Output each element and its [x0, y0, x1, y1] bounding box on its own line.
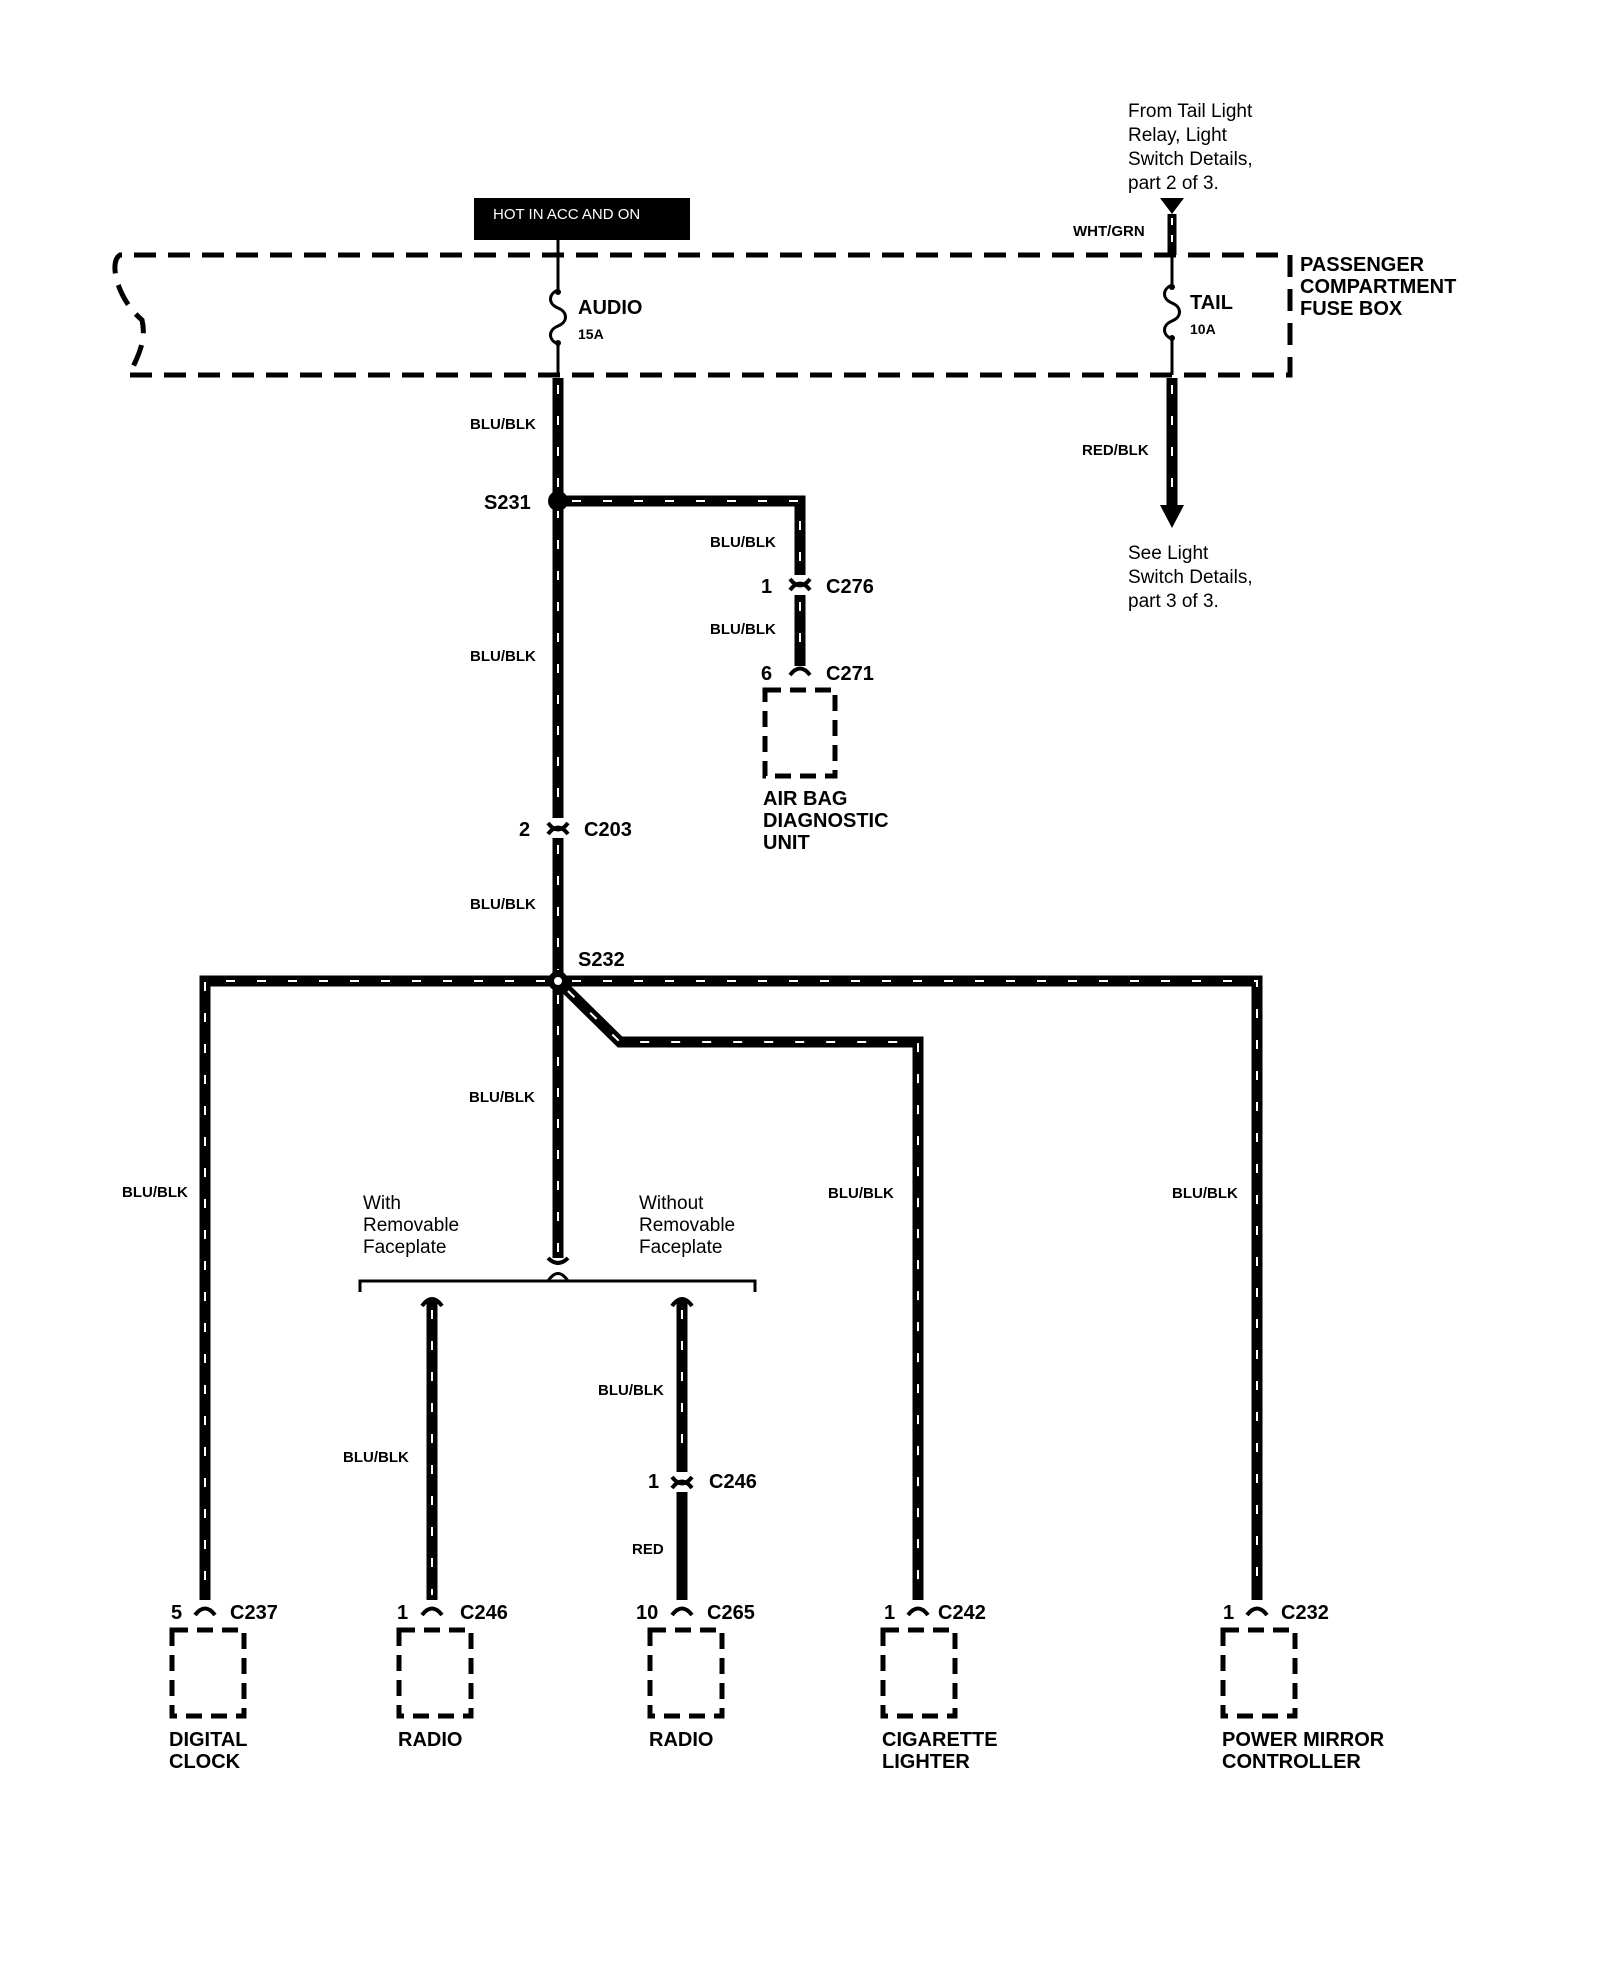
c232-pin: 1: [1223, 1602, 1234, 1624]
radio1-label: RADIO: [398, 1729, 462, 1751]
without-faceplate-note: Without Removable Faceplate: [639, 1193, 735, 1258]
c203-connector: [546, 821, 570, 836]
radio1-wire: [420, 1297, 444, 1600]
c271-pin: 6: [761, 663, 772, 685]
radio2-label: RADIO: [649, 1729, 713, 1751]
svg-text:POWER MIRROR: POWER MIRROR: [1222, 1729, 1385, 1751]
s232-branches: [199, 975, 1263, 1600]
clock-label: DIGITAL CLOCK: [169, 1729, 248, 1773]
blu-blk-label-3: BLU/BLK: [470, 896, 536, 913]
tail-fuse: TAIL 10A: [1163, 255, 1233, 375]
lighter-box: [880, 1627, 958, 1719]
hot-label: HOT IN ACC AND ON: [474, 198, 690, 240]
svg-text:DIGITAL: DIGITAL: [169, 1729, 248, 1751]
c203-pin: 2: [519, 819, 530, 841]
from-tail-note: From Tail Light Relay, Light Switch Deta…: [1128, 101, 1253, 194]
svg-text:Switch Details,: Switch Details,: [1128, 149, 1253, 170]
svg-text:Faceplate: Faceplate: [363, 1237, 446, 1258]
svg-text:AIR BAG: AIR BAG: [763, 788, 847, 810]
bottom-connector-ends: [193, 1606, 1269, 1617]
svg-text:CIGARETTE: CIGARETTE: [882, 1729, 998, 1751]
tail-fuse-rating: 10A: [1190, 321, 1216, 337]
c246-radio-id: C246: [460, 1602, 508, 1624]
mirror-box: [1220, 1627, 1298, 1719]
svg-text:From Tail Light: From Tail Light: [1128, 101, 1253, 122]
svg-text:Without: Without: [639, 1193, 704, 1214]
with-faceplate-note: With Removable Faceplate: [363, 1193, 459, 1258]
svg-text:RADIO: RADIO: [649, 1729, 713, 1751]
fuse-box: [112, 252, 1293, 378]
airbag-unit-label: AIR BAG DIAGNOSTIC UNIT: [763, 788, 889, 854]
svg-text:FUSE BOX: FUSE BOX: [1300, 298, 1403, 320]
svg-text:part 3 of 3.: part 3 of 3.: [1128, 591, 1219, 612]
svg-text:DIAGNOSTIC: DIAGNOSTIC: [763, 810, 889, 832]
svg-text:Faceplate: Faceplate: [639, 1237, 722, 1258]
blu-blk-label-1: BLU/BLK: [470, 416, 536, 433]
svg-text:With: With: [363, 1193, 401, 1214]
blu-blk-label-lighter: BLU/BLK: [828, 1185, 894, 1202]
blu-blk-label-radio-trunk: BLU/BLK: [469, 1089, 535, 1106]
blu-blk-label-2: BLU/BLK: [470, 648, 536, 665]
c242-id: C242: [938, 1602, 986, 1624]
c265-id: C265: [707, 1602, 755, 1624]
audio-fuse-name: AUDIO: [578, 297, 642, 319]
svg-text:Removable: Removable: [363, 1215, 459, 1236]
radio2-wire: [670, 1297, 694, 1600]
airbag-branch-wire: [558, 495, 806, 575]
c242-pin: 1: [884, 1602, 895, 1624]
s232-label: S232: [578, 949, 625, 971]
c271-id: C271: [826, 663, 874, 685]
c265-pin: 10: [636, 1602, 658, 1624]
blu-blk-label-clock: BLU/BLK: [122, 1184, 188, 1201]
clock-box: [169, 1627, 247, 1719]
red-label: RED: [632, 1541, 664, 1558]
c276-id: C276: [826, 576, 874, 598]
blu-blk-label-airbag-2: BLU/BLK: [710, 621, 776, 638]
blu-blk-label-airbag-1: BLU/BLK: [710, 534, 776, 551]
svg-text:PASSENGER: PASSENGER: [1300, 254, 1425, 276]
blu-blk-label-radio2: BLU/BLK: [598, 1382, 664, 1399]
blu-blk-label-mirror: BLU/BLK: [1172, 1185, 1238, 1202]
c232-id: C232: [1281, 1602, 1329, 1624]
svg-text:UNIT: UNIT: [763, 832, 810, 854]
wht-grn-label: WHT/GRN: [1073, 223, 1145, 240]
svg-text:COMPARTMENT: COMPARTMENT: [1300, 276, 1456, 298]
radio2-box: [647, 1627, 725, 1719]
radio1-box: [396, 1627, 474, 1719]
faceplate-bracket: [358, 1256, 757, 1292]
c237-pin: 5: [171, 1602, 182, 1624]
svg-text:CLOCK: CLOCK: [169, 1751, 241, 1773]
c246-radio-pin: 1: [397, 1602, 408, 1624]
red-blk-label: RED/BLK: [1082, 442, 1149, 459]
c203-id: C203: [584, 819, 632, 841]
mirror-label: POWER MIRROR CONTROLLER: [1222, 1729, 1385, 1773]
svg-text:part 2 of 3.: part 2 of 3.: [1128, 173, 1219, 194]
svg-text:LIGHTER: LIGHTER: [882, 1751, 970, 1773]
audio-fuse-rating: 15A: [578, 326, 604, 342]
audio-fuse: AUDIO 15A: [549, 240, 642, 375]
svg-text:HOT IN ACC AND ON: HOT IN ACC AND ON: [493, 206, 640, 223]
svg-text:Relay, Light: Relay, Light: [1128, 125, 1228, 146]
c246-inline-pin: 1: [648, 1471, 659, 1493]
blu-blk-label-radio1: BLU/BLK: [343, 1449, 409, 1466]
from-tail-arrow: [1160, 198, 1184, 214]
see-light-note: See Light Switch Details, part 3 of 3.: [1128, 543, 1253, 612]
c276-connector: [788, 577, 812, 592]
svg-text:Switch Details,: Switch Details,: [1128, 567, 1253, 588]
airbag-lower-wire: [788, 595, 812, 677]
s231-label: S231: [484, 492, 531, 514]
c246-inline-id: C246: [709, 1471, 757, 1493]
svg-text:Removable: Removable: [639, 1215, 735, 1236]
svg-text:CONTROLLER: CONTROLLER: [1222, 1751, 1361, 1773]
c276-pin: 1: [761, 576, 772, 598]
airbag-unit-box: [762, 687, 838, 779]
red-blk-wire: [1160, 378, 1184, 528]
c237-id: C237: [230, 1602, 278, 1624]
svg-text:RADIO: RADIO: [398, 1729, 462, 1751]
fuse-box-label: PASSENGER COMPARTMENT FUSE BOX: [1300, 254, 1456, 320]
tail-fuse-name: TAIL: [1190, 292, 1233, 314]
svg-text:See Light: See Light: [1128, 543, 1209, 564]
lighter-label: CIGARETTE LIGHTER: [882, 1729, 998, 1773]
